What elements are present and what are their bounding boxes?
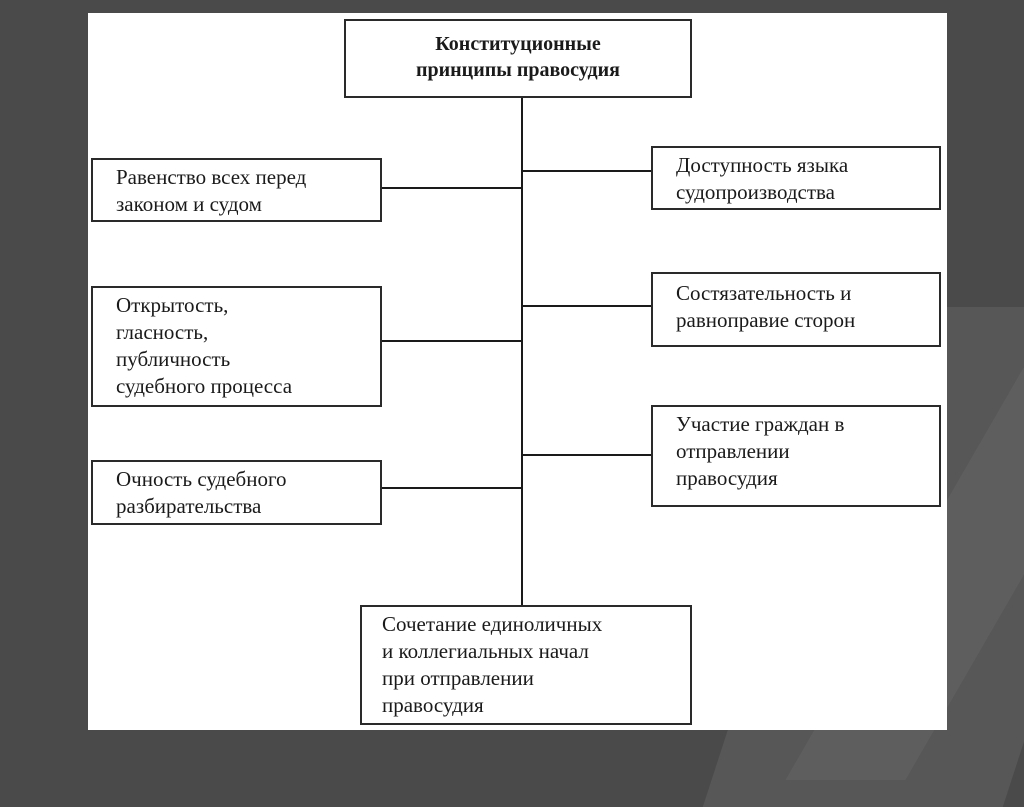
principle-box-citizen-participation: Участие граждан в отправлении правосудия <box>651 405 941 507</box>
principle-box-equality: Равенство всех перед законом и судом <box>91 158 382 222</box>
connector-line <box>382 187 523 189</box>
principle-box-combination: Сочетание единоличных и коллегиальных на… <box>360 605 692 725</box>
principle-box-in-person: Очность судебного разбирательства <box>91 460 382 525</box>
diagram-title: Конституционные принципы правосудия <box>344 19 692 98</box>
slide: Конституционные принципы правосудия Раве… <box>88 13 947 730</box>
connector-line <box>382 340 523 342</box>
principle-box-adversarial: Состязательность и равноправие сторон <box>651 272 941 347</box>
principle-box-language: Доступность языка судопроизводства <box>651 146 941 210</box>
connector-line <box>521 305 651 307</box>
connector-line <box>521 454 651 456</box>
connector-line <box>521 170 651 172</box>
principle-box-openness: Открытость, гласность, публичность судеб… <box>91 286 382 407</box>
connector-line <box>382 487 523 489</box>
trunk-line <box>521 98 523 605</box>
